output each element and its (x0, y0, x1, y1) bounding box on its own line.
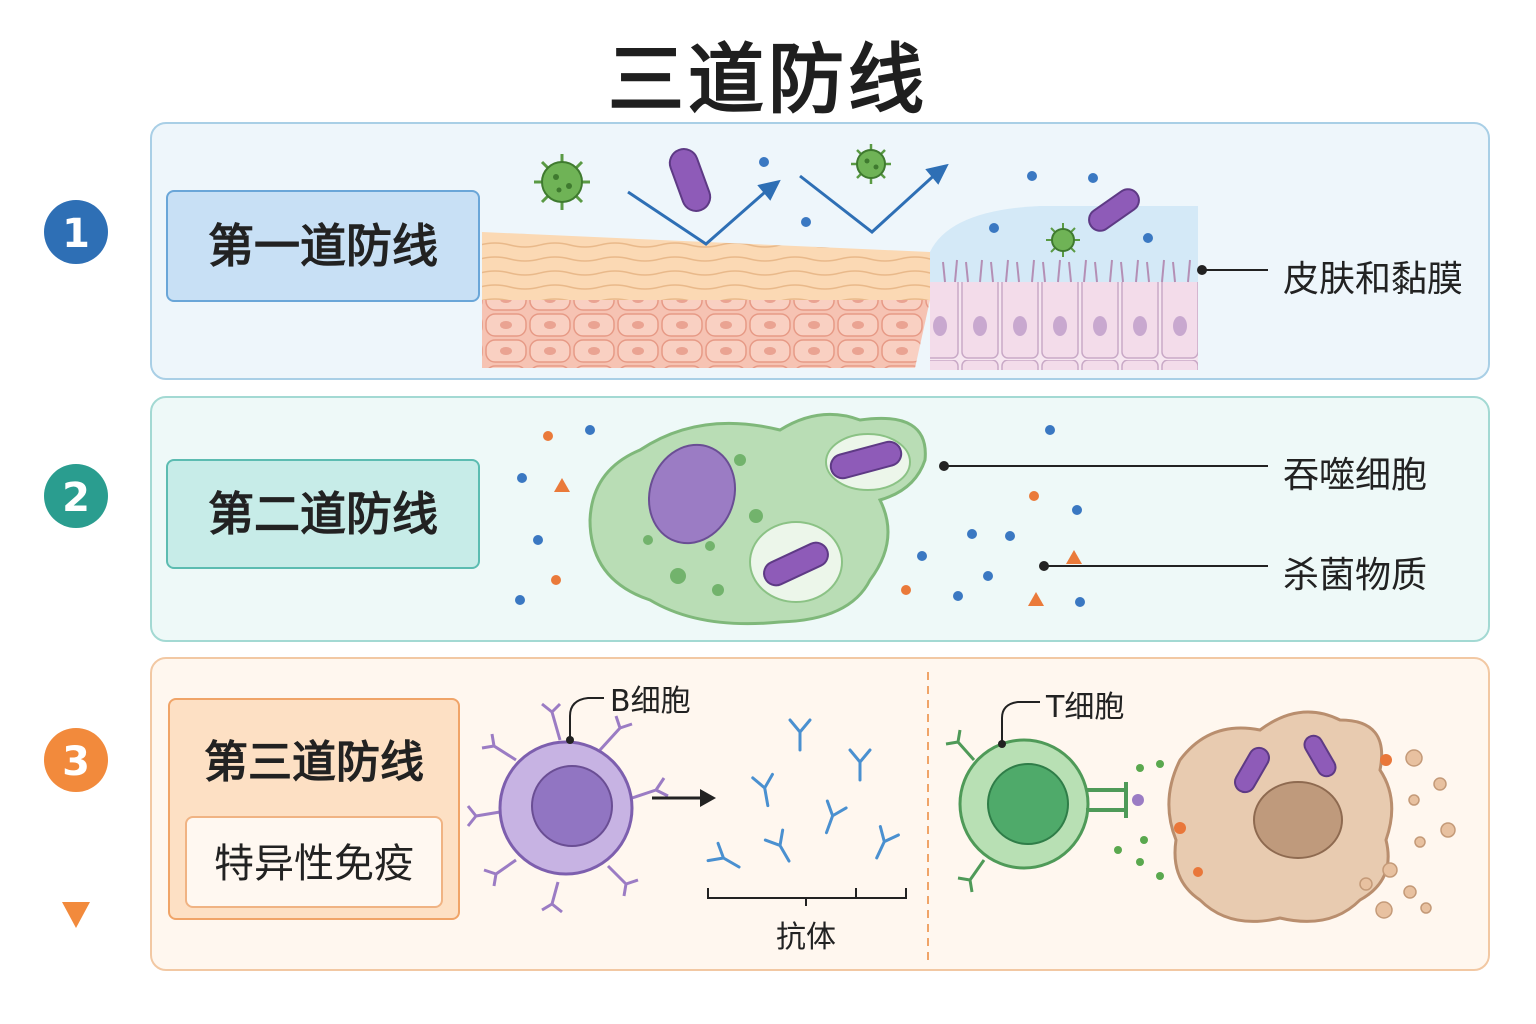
b-cell-label: B细胞 (610, 684, 691, 719)
deflect-arrows (627, 163, 949, 246)
pointer-skin (1197, 265, 1268, 275)
pointer-phagocyte (939, 461, 1268, 471)
antibody-label: 抗体 (776, 920, 836, 955)
bacteria-icon (668, 148, 1140, 232)
callout-skin-mucosa: 皮肤和黏膜 (1283, 259, 1464, 300)
skin-illustration (482, 232, 930, 368)
virus-icon (1046, 223, 1080, 257)
mucosa-illustration (930, 206, 1198, 370)
callout-bactericidal: 杀菌物质 (1283, 555, 1428, 596)
virus-icon (851, 144, 891, 184)
t-cell-illustration (945, 701, 1144, 893)
step-marker-3: 3 (44, 728, 108, 792)
step-marker-2: 2 (44, 464, 108, 528)
pointer-bactericidal (1039, 561, 1268, 571)
arrow-b-to-antibody (652, 789, 716, 807)
virus-icon (534, 154, 590, 210)
particles (515, 425, 1085, 607)
first-line-label: 第一道防线 (166, 190, 480, 302)
step-marker-1: 1 (44, 200, 108, 264)
antibodies (706, 718, 900, 869)
specific-immunity-label: 特异性免疫 (185, 816, 443, 908)
step-number-3: 3 (62, 739, 90, 785)
step-number-1: 1 (62, 211, 90, 257)
particles (759, 157, 1153, 243)
phagocyte-illustration (588, 412, 927, 626)
particles (543, 431, 1082, 606)
antibody-bracket (707, 888, 907, 906)
third-line-label-box: 第三道防线 特异性免疫 (168, 698, 460, 920)
particles (1114, 760, 1164, 880)
third-line-label: 第三道防线 (204, 737, 424, 788)
target-cell-illustration (1167, 710, 1456, 923)
timeline: 1 2 3 (44, 135, 108, 928)
b-cell-illustration (466, 697, 669, 914)
page-title: 三道防线 (608, 35, 928, 124)
step-number-2: 2 (62, 475, 90, 521)
second-line-label: 第二道防线 (166, 459, 480, 569)
t-cell-label: T细胞 (1046, 690, 1125, 725)
callout-phagocyte: 吞噬细胞 (1283, 455, 1428, 496)
